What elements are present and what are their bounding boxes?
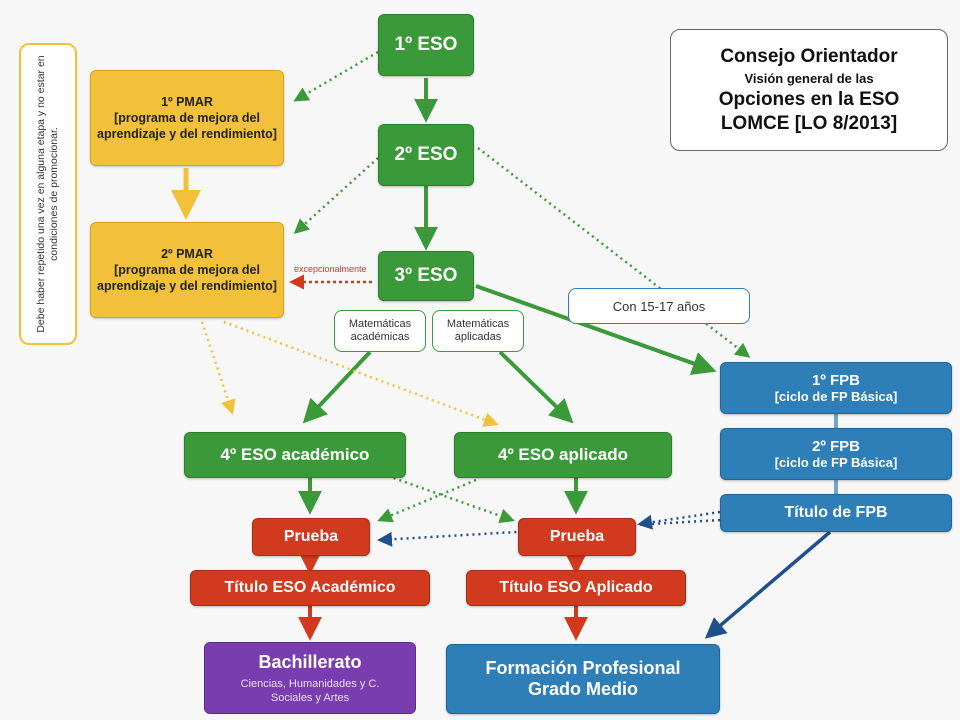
- title-line-4: LOMCE [LO 8/2013]: [720, 112, 898, 134]
- box-2-pmar-title: 2º PMAR: [161, 247, 213, 261]
- side-note: Debe haber repetido una vez en alguna et…: [19, 43, 77, 345]
- box-prueba-academica: Prueba: [252, 518, 370, 556]
- box-1-eso-label: 1º ESO: [394, 34, 458, 55]
- box-1-eso: 1º ESO: [378, 14, 474, 76]
- titulo-eso-academico-label: Título ESO Académico: [224, 579, 396, 596]
- box-4-eso-academico-label: 4º ESO académico: [220, 445, 370, 464]
- title-box: Consejo Orientador Visión general de las…: [670, 29, 948, 151]
- box-2-pmar-desc: [programa de mejora del aprendizaje y de…: [97, 263, 277, 293]
- box-2-eso: 2º ESO: [378, 124, 474, 186]
- box-1-fpb-desc: [ciclo de FP Básica]: [774, 389, 898, 404]
- arrow-fpb-prueba-academica: [377, 518, 721, 547]
- arrow-fpb-fp-medio: [704, 530, 832, 639]
- box-2-fpb-title: 2º FPB: [812, 438, 860, 455]
- arrow-mat-academicas-4eso: [302, 350, 372, 424]
- box-fp-grado-medio: Formación Profesional Grado Medio: [446, 644, 720, 714]
- title-line-2: Visión general de las: [744, 70, 874, 86]
- prueba-aplicada-label: Prueba: [549, 528, 605, 545]
- label-excepcionalmente: excepcionalmente: [294, 264, 367, 274]
- box-1-pmar-title: 1º PMAR: [161, 95, 213, 109]
- box-prueba-aplicada: Prueba: [518, 518, 636, 556]
- titulo-eso-aplicado-label: Título ESO Aplicado: [499, 579, 653, 596]
- box-2-fpb-desc: [ciclo de FP Básica]: [774, 455, 898, 470]
- arrow-academico-prueba-aplicada: [387, 474, 515, 524]
- arrow-pmar2-4eso-academico: [200, 321, 236, 415]
- side-note-text: Debe haber repetido una vez en alguna et…: [35, 55, 60, 333]
- arrow-eso2-pmar2: [293, 157, 379, 235]
- box-matematicas-academicas: Matemáticas académicas: [334, 310, 426, 352]
- box-3-eso: 3º ESO: [378, 251, 474, 301]
- box-4-eso-aplicado-label: 4º ESO aplicado: [498, 445, 628, 464]
- prueba-academica-label: Prueba: [283, 528, 339, 545]
- box-4-eso-aplicado: 4º ESO aplicado: [454, 432, 672, 478]
- box-2-pmar: 2º PMAR [programa de mejora del aprendiz…: [90, 222, 284, 318]
- box-1-fpb: 1º FPB [ciclo de FP Básica]: [720, 362, 952, 414]
- title-line-3: Opciones en la ESO: [718, 88, 900, 110]
- box-con-15-17: Con 15-17 años: [568, 288, 750, 324]
- bachillerato-sub: Ciencias, Humanidades y C. Sociales y Ar…: [240, 677, 380, 704]
- arrow-aplicado-prueba-academica: [377, 478, 477, 523]
- arrow-fpb-prueba-aplicada: [637, 510, 721, 530]
- box-3-eso-label: 3º ESO: [394, 265, 458, 286]
- arrow-eso3-fpb1: [475, 284, 717, 375]
- bachillerato-title: Bachillerato: [258, 651, 362, 672]
- box-matematicas-aplicadas: Matemáticas aplicadas: [432, 310, 524, 352]
- box-1-pmar: 1º PMAR [programa de mejora del aprendiz…: [90, 70, 284, 166]
- box-4-eso-academico: 4º ESO académico: [184, 432, 406, 478]
- box-1-pmar-desc: [programa de mejora del aprendizaje y de…: [97, 111, 277, 141]
- fp-medio-line1: Formación Profesional: [485, 658, 681, 678]
- matematicas-academicas-label: Matemáticas académicas: [348, 318, 412, 343]
- con-15-17-label: Con 15-17 años: [612, 298, 706, 314]
- box-1-fpb-title: 1º FPB: [812, 372, 860, 389]
- titulo-fpb-label: Título de FPB: [784, 504, 888, 521]
- arrow-eso1-pmar1: [293, 50, 379, 102]
- box-titulo-fpb: Título de FPB: [720, 494, 952, 532]
- box-2-fpb: 2º FPB [ciclo de FP Básica]: [720, 428, 952, 480]
- box-bachillerato: Bachillerato Ciencias, Humanidades y C. …: [204, 642, 416, 714]
- box-titulo-eso-aplicado: Título ESO Aplicado: [466, 570, 686, 606]
- arrow-pmar2-4eso-aplicado: [223, 320, 499, 427]
- box-2-eso-label: 2º ESO: [394, 144, 458, 165]
- title-line-1: Consejo Orientador: [720, 45, 898, 67]
- arrow-mat-aplicadas-4eso: [498, 350, 574, 424]
- matematicas-aplicadas-label: Matemáticas aplicadas: [446, 318, 510, 343]
- box-titulo-eso-academico: Título ESO Académico: [190, 570, 430, 606]
- fp-medio-line2: Grado Medio: [527, 679, 638, 699]
